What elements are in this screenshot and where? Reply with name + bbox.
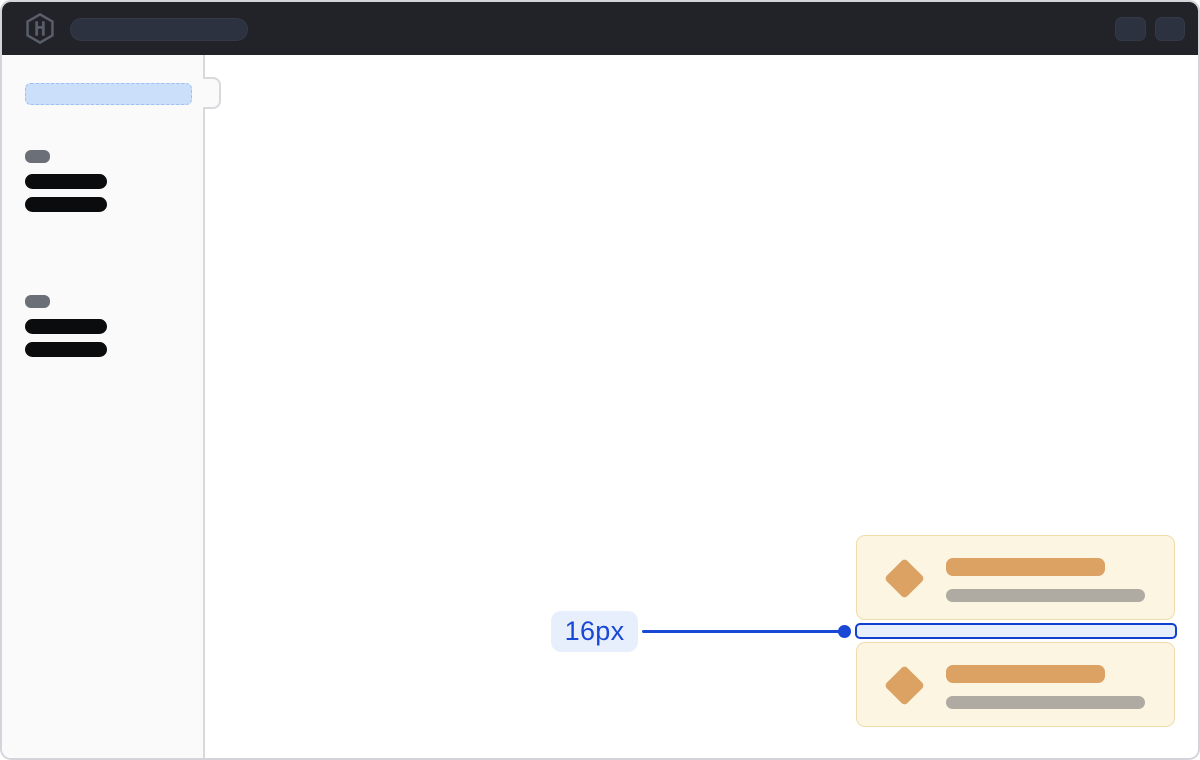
diamond-icon [883,557,926,600]
spacing-value-text: 16px [564,616,625,646]
sidebar-toggle-handle[interactable] [203,77,221,109]
sidebar-section-2 [25,295,195,365]
topbar-action-placeholder-2[interactable] [1155,17,1185,41]
sidebar-section-1 [25,150,195,220]
diamond-icon [883,664,926,707]
spacing-value-label: 16px [551,611,638,652]
card-title-placeholder [946,665,1105,683]
topbar-action-placeholder-1[interactable] [1115,17,1146,41]
list-item-card[interactable] [856,535,1175,620]
sidebar-section-label-placeholder [25,150,50,163]
search-input-placeholder[interactable] [70,18,248,41]
sidebar-selected-item-placeholder[interactable] [25,83,192,105]
spacing-connector-line [642,630,845,633]
sidebar-item-placeholder[interactable] [25,342,107,357]
spacing-highlight-region [855,623,1177,639]
card-subtitle-placeholder [946,696,1145,709]
sidebar-item-placeholder[interactable] [25,174,107,189]
top-nav-bar [2,2,1198,55]
sidebar-item-placeholder[interactable] [25,319,107,334]
list-item-card[interactable] [856,642,1175,727]
card-subtitle-placeholder [946,589,1145,602]
sidebar [2,55,205,758]
spacing-connector-dot [838,625,851,638]
sidebar-section-label-placeholder [25,295,50,308]
sidebar-item-placeholder[interactable] [25,197,107,212]
card-title-placeholder [946,558,1105,576]
hashicorp-logo-icon [26,13,54,44]
